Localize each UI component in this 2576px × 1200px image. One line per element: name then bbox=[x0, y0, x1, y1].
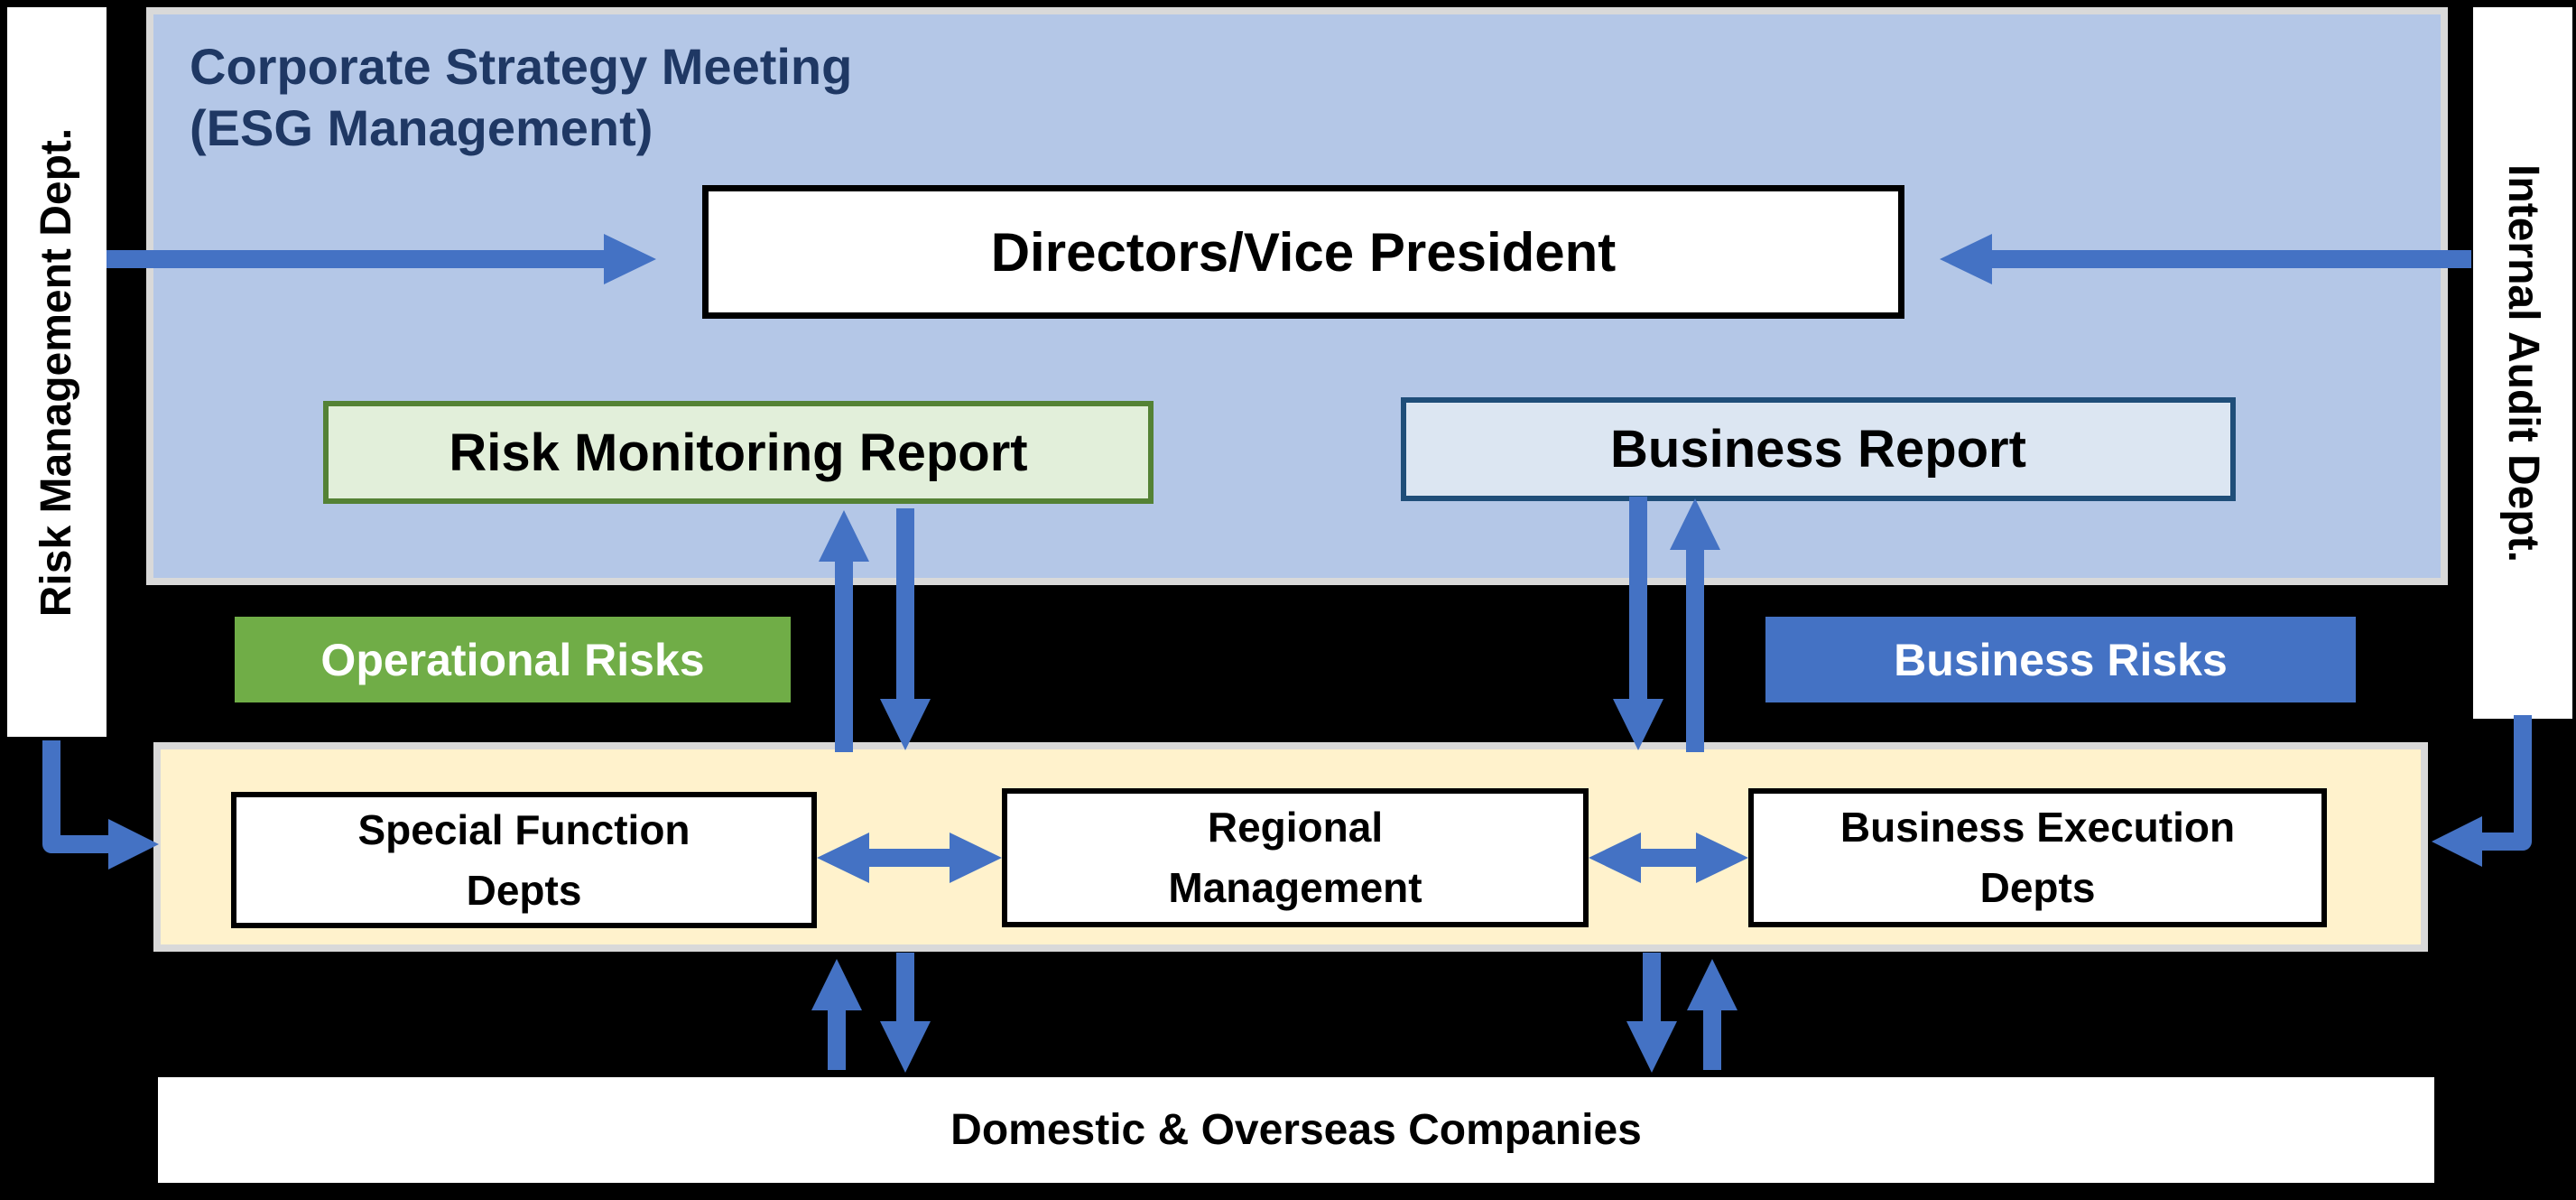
panel-title: Corporate Strategy Meeting (ESG Manageme… bbox=[190, 36, 852, 160]
panel-title-line1: Corporate Strategy Meeting bbox=[190, 38, 853, 95]
business-execution-line1: Business Execution bbox=[1839, 804, 2236, 851]
special-function-line2: Depts bbox=[466, 866, 582, 914]
business-execution-line2: Depts bbox=[1979, 864, 2096, 911]
internal-audit-dept-box: Internal Audit Dept. bbox=[2473, 7, 2572, 719]
panel-title-line2: (ESG Management) bbox=[190, 99, 653, 157]
risk-management-dept-label: Risk Management Dept. bbox=[32, 127, 81, 617]
internal-audit-dept-label: Internal Audit Dept. bbox=[2498, 163, 2547, 563]
special-function-line1: Special Function bbox=[357, 805, 690, 853]
domestic-overseas-companies-bar: Domestic & Overseas Companies bbox=[158, 1077, 2434, 1183]
regional-management-line2: Management bbox=[1168, 864, 1422, 911]
operational-risks-label: Operational Risks bbox=[235, 617, 791, 702]
arrow-internal-audit-elbow-head bbox=[2432, 816, 2482, 867]
regional-management-line1: Regional bbox=[1207, 804, 1384, 851]
directors-vice-president-box: Directors/Vice President bbox=[702, 185, 1904, 319]
business-execution-depts-box: Business Execution Depts bbox=[1748, 788, 2327, 927]
arrow-risk-mgmt-elbow-shaft bbox=[42, 740, 110, 853]
business-risks-label: Business Risks bbox=[1765, 617, 2356, 702]
risk-management-dept-box: Risk Management Dept. bbox=[7, 7, 107, 737]
arrow-internal-audit-elbow-shaft bbox=[2480, 715, 2532, 851]
special-function-depts-box: Special Function Depts bbox=[231, 792, 817, 928]
arrow-band-down-to-companies-right bbox=[1626, 953, 1677, 1073]
arrow-companies-up-to-band-right bbox=[1687, 959, 1737, 1070]
business-report-box: Business Report bbox=[1401, 397, 2236, 501]
risk-monitoring-report-box: Risk Monitoring Report bbox=[323, 401, 1154, 504]
regional-management-box: Regional Management bbox=[1002, 788, 1589, 927]
arrow-companies-up-to-band-left bbox=[811, 959, 862, 1070]
arrow-risk-mgmt-elbow-head bbox=[108, 819, 159, 870]
arrow-band-down-to-companies-left bbox=[880, 953, 931, 1073]
